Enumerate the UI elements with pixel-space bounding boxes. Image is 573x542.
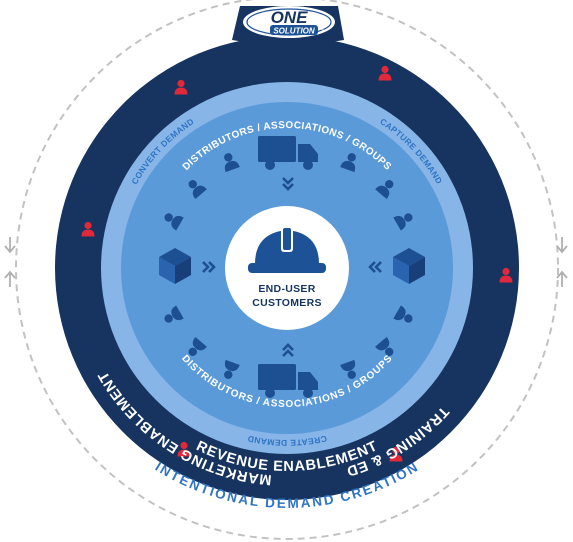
band-label-create: CREATE DEMAND: [246, 434, 327, 448]
logo-text-one: ONE: [271, 8, 309, 27]
logo-trademark: ™: [321, 29, 326, 35]
arrow-icon: [4, 237, 568, 287]
hard-hat-icon: [248, 226, 326, 273]
outer-dashed-ring: [4, 0, 568, 540]
logo-text-solution: SOLUTION: [273, 27, 315, 36]
center-label-line2: CUSTOMERS: [252, 297, 322, 309]
chevron-icon: [202, 177, 382, 357]
one-solution-logo: ONE SOLUTION ™: [232, 6, 344, 45]
center-label-line1: END-USER: [258, 283, 315, 295]
